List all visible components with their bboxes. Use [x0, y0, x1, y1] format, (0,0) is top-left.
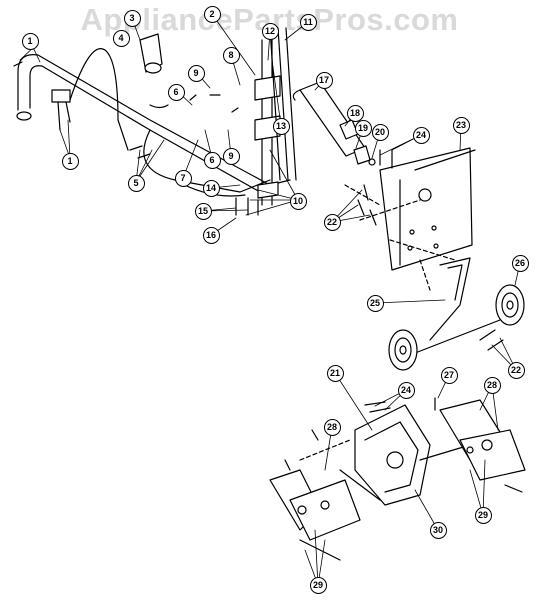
- callout-4: 4: [112, 29, 130, 47]
- callout-21: 21: [326, 364, 344, 382]
- callout-28-right: 28: [483, 376, 501, 394]
- callout-12: 12: [261, 22, 279, 40]
- leader-lines: [19, 13, 521, 586]
- transmission-housing: [339, 404, 471, 506]
- wheel-left: [388, 329, 418, 371]
- tines-left: [269, 469, 361, 561]
- callout-29-right: 29: [474, 506, 492, 524]
- callout-27: 27: [440, 366, 458, 384]
- callout-14: 14: [202, 179, 220, 197]
- control-cable: [69, 48, 169, 151]
- callout-6-lower: 6: [203, 151, 221, 169]
- callout-13: 13: [272, 117, 290, 135]
- handlebar: [16, 54, 291, 197]
- callout-9-lower: 9: [222, 147, 240, 165]
- callout-8: 8: [222, 46, 240, 64]
- callout-25: 25: [366, 294, 384, 312]
- callout-22-upper: 22: [323, 213, 341, 231]
- callout-30: 30: [429, 521, 447, 539]
- callout-18: 18: [346, 104, 364, 122]
- throttle-lever: [51, 89, 71, 131]
- callout-1-top: 1: [21, 32, 39, 50]
- callout-5: 5: [127, 174, 145, 192]
- wheel-bracket: [409, 257, 501, 356]
- callout-24-lower: 24: [397, 381, 415, 399]
- callout-6-upper: 6: [167, 83, 185, 101]
- callout-1-bottom: 1: [61, 152, 79, 170]
- callout-3: 3: [123, 9, 141, 27]
- wheel-right: [495, 284, 525, 326]
- control-rods: [269, 27, 297, 181]
- callout-10: 10: [289, 192, 307, 210]
- callout-9-upper: 9: [187, 64, 205, 82]
- callout-19: 19: [354, 119, 372, 137]
- callout-2: 2: [203, 5, 221, 23]
- hand-grip: [139, 33, 163, 74]
- callout-7: 7: [174, 169, 192, 187]
- callout-16: 16: [202, 226, 220, 244]
- tines-right: [439, 399, 526, 493]
- callout-28-left: 28: [323, 418, 341, 436]
- callout-29-left: 29: [309, 576, 327, 594]
- callout-11: 11: [299, 13, 317, 31]
- callout-23: 23: [452, 116, 470, 134]
- alignment-lines: [299, 184, 456, 461]
- callout-15: 15: [194, 202, 212, 220]
- callout-26: 26: [511, 254, 529, 272]
- callout-17: 17: [315, 71, 333, 89]
- callout-24-upper: 24: [412, 126, 430, 144]
- callout-20: 20: [371, 123, 389, 141]
- mounting-plate: [379, 147, 476, 271]
- callout-22-lower: 22: [507, 361, 525, 379]
